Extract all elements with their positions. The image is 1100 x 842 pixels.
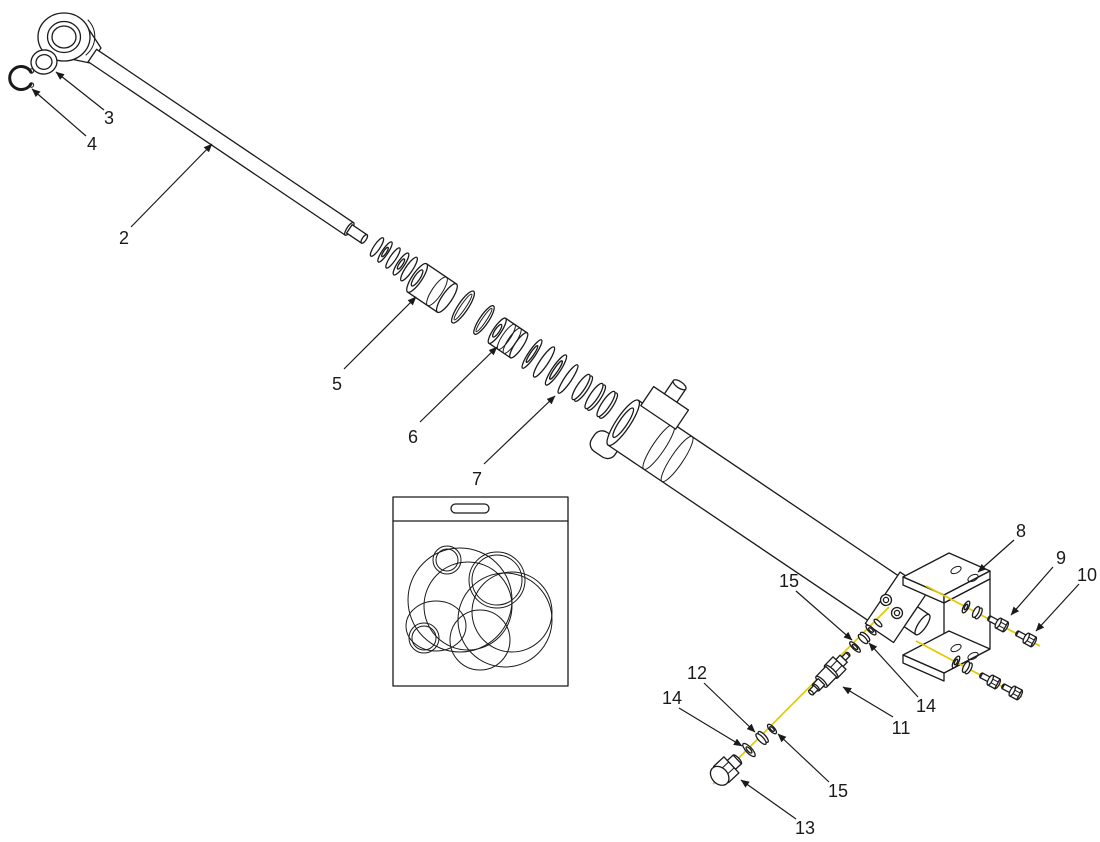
port-seal-washers <box>742 723 778 758</box>
bolt <box>979 672 1002 690</box>
piston <box>487 317 529 359</box>
callout-8: 8 <box>977 521 1026 573</box>
callout-4: 4 <box>31 88 97 154</box>
svg-text:12: 12 <box>687 663 707 683</box>
callouts: 3 4 2 5 6 7 8 9 <box>31 71 1097 838</box>
callout-14-right: 14 <box>868 642 936 716</box>
callout-13: 13 <box>740 779 815 838</box>
bolt <box>1015 630 1038 648</box>
svg-text:9: 9 <box>1056 548 1066 568</box>
svg-text:13: 13 <box>795 818 815 838</box>
rod-eye <box>37 12 102 64</box>
svg-text:2: 2 <box>119 228 129 248</box>
svg-text:6: 6 <box>408 427 418 447</box>
svg-text:15: 15 <box>828 781 848 801</box>
mounting-bracket <box>902 552 991 682</box>
svg-text:4: 4 <box>87 134 97 154</box>
svg-text:7: 7 <box>472 469 482 489</box>
valve-seal-washers <box>849 618 883 653</box>
callout-5: 5 <box>332 296 417 394</box>
svg-text:14: 14 <box>662 688 682 708</box>
callout-15-top: 15 <box>779 571 853 641</box>
bracket-bolt-set-lower <box>951 655 1024 701</box>
bolt <box>987 615 1010 633</box>
valve-assembly <box>807 651 851 696</box>
callout-3: 3 <box>55 71 114 128</box>
callout-12: 12 <box>687 663 756 733</box>
callout-14-left: 14 <box>662 688 743 747</box>
retaining-ring <box>8 65 35 91</box>
svg-text:8: 8 <box>1016 521 1026 541</box>
svg-text:10: 10 <box>1077 565 1097 585</box>
callout-9: 9 <box>1010 548 1066 616</box>
callout-15-bottom: 15 <box>777 733 848 801</box>
bracket-bolt-set-upper <box>961 600 1038 648</box>
svg-text:11: 11 <box>892 718 911 738</box>
eye-bushing <box>30 49 58 75</box>
callout-6: 6 <box>408 346 498 447</box>
rod-seal-washers <box>369 237 418 282</box>
plug-fitting <box>709 754 743 786</box>
piston-rod <box>87 48 369 244</box>
callout-11: 11 <box>842 686 911 738</box>
seal-kit-bag <box>392 496 569 687</box>
svg-text:5: 5 <box>332 374 342 394</box>
cylinder-barrel <box>589 379 931 644</box>
gland <box>406 262 458 314</box>
svg-text:3: 3 <box>104 108 114 128</box>
svg-text:14: 14 <box>916 696 936 716</box>
o-ring-large <box>450 290 476 324</box>
piston-seal-stack <box>521 339 619 419</box>
seal-kit-orings <box>405 545 553 671</box>
cylinder-ports <box>879 593 904 620</box>
callout-10: 10 <box>1035 565 1097 632</box>
svg-text:15: 15 <box>779 571 799 591</box>
bolt <box>1001 683 1024 701</box>
callout-2: 2 <box>119 143 213 248</box>
callout-7: 7 <box>472 395 556 489</box>
